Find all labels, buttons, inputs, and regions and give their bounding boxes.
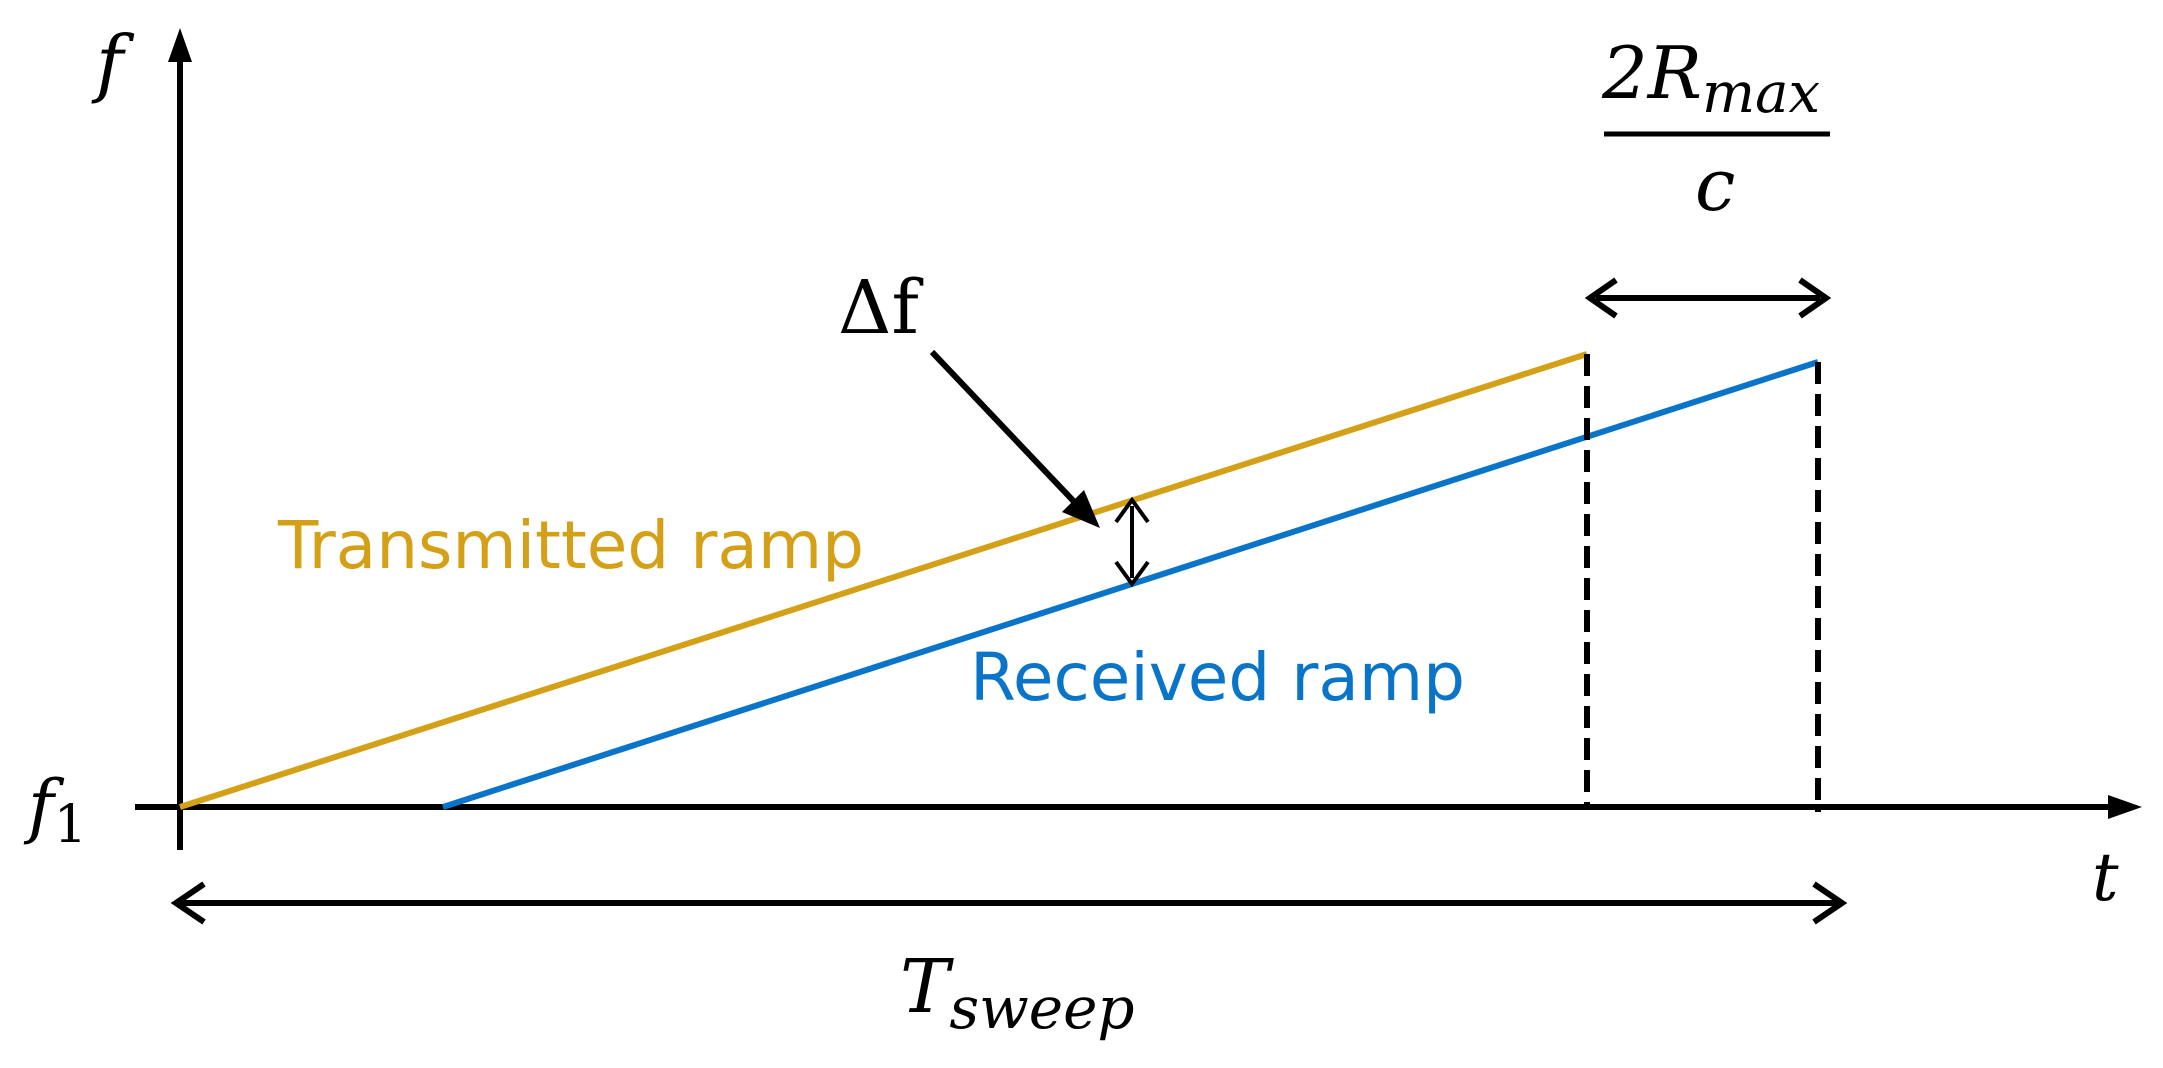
x-axis-label: t xyxy=(2092,839,2119,916)
transmitted-ramp-label: Transmitted ramp xyxy=(277,507,864,584)
delta-f-arrow-bottom-head xyxy=(1114,560,1150,588)
y-axis-label: f xyxy=(91,20,135,106)
y-origin-label: f1 xyxy=(23,765,87,855)
range-numerator-base: 2R xyxy=(1601,31,1702,115)
delta-f-pointer-arrowhead xyxy=(1062,490,1100,528)
range-arrow-right-head xyxy=(1798,277,1832,319)
range-arrow-left-head xyxy=(1584,277,1618,319)
sweep-arrow-left-head xyxy=(170,881,206,925)
sweep-arrow-right-head xyxy=(1812,881,1848,925)
range-numerator-sub: max xyxy=(1702,61,1820,126)
sweep-label: Tsweep xyxy=(900,944,1135,1042)
y-axis-arrowhead xyxy=(168,28,192,62)
sweep-label-base: T xyxy=(900,944,954,1030)
delta-f-arrow-top-head xyxy=(1114,496,1150,524)
x-axis-arrowhead xyxy=(2108,795,2142,819)
y-origin-label-sub: 1 xyxy=(54,795,87,855)
transmitted-ramp-line xyxy=(179,351,1588,810)
delta-f-label: Δf xyxy=(838,265,923,351)
delta-f-pointer-line xyxy=(929,349,1085,513)
received-ramp-label: Received ramp xyxy=(970,639,1465,716)
range-numerator: 2Rmax xyxy=(1601,31,1820,126)
sweep-label-sub: sweep xyxy=(949,974,1134,1042)
range-denominator: c xyxy=(1695,143,1735,227)
